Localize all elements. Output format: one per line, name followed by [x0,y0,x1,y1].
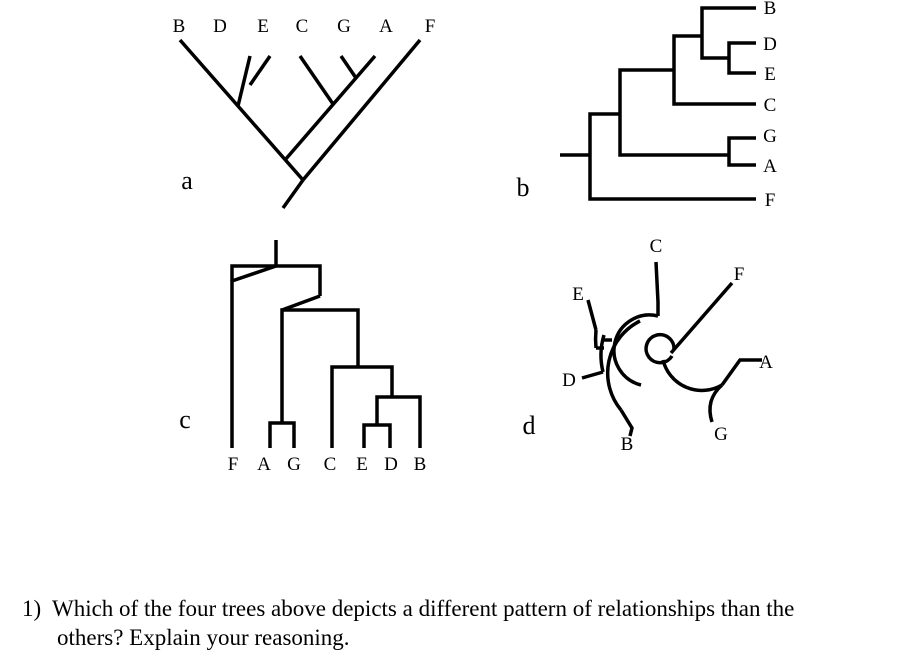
tree-d-branch-c [654,261,660,316]
tree-d-arc-2 [612,313,659,387]
tree-d-leaf-a: A [759,352,773,373]
tree-d-branch-g [708,383,724,423]
tree-b-branch-c [672,70,756,106]
tree-c-root-split [230,264,322,296]
tree-c-branch-f-stub [230,264,277,448]
tree-d-branch-d [581,370,604,380]
tree-b-branch-d-e [727,41,756,75]
tree-c-leaf-5: E [356,454,368,475]
tree-a-leaf-5: G [337,16,351,37]
tree-b-panel-label: b [517,173,530,202]
tree-b-branch-bde [672,34,702,70]
tree-d-panel-label: d [523,411,536,440]
tree-b-leaf-1: B [764,0,777,19]
tree-b-branch-g-a [727,136,756,167]
tree-c-join [281,294,321,312]
question-line-2: others? Explain your reasoning. [57,625,350,650]
tree-a: B D E C G A F a [173,16,436,210]
tree-a-panel-label: a [181,166,193,195]
tree-a-branch-b [178,38,305,182]
tree-b-leaf-5: G [763,126,777,147]
tree-a-leaf-6: A [379,16,393,37]
question-number: 1) [22,596,42,621]
tree-c-leaf-7: B [414,454,427,475]
tree-c-leaf-1: F [228,454,239,475]
tree-c-panel-label: c [179,405,191,434]
tree-b: B D E C G A F b [517,0,778,211]
tree-b-leaf-4: C [764,95,777,116]
tree-c-branch-e-d [362,423,392,448]
tree-b-root-clade [588,112,756,201]
tree-d-branch-b [619,409,634,437]
tree-c-branch-agcedb [280,308,360,412]
tree-a-branch-c [298,55,335,105]
question-block: 1) Which of the four trees above depicts … [22,594,917,652]
tree-b-branch-b [700,6,756,36]
tree-a-leaf-3: E [257,16,269,37]
tree-b-leaf-6: A [763,156,777,177]
tree-a-leaf-2: D [213,16,227,37]
tree-b-branch-de [700,36,729,60]
tree-a-root-branch [281,178,305,210]
tree-a-branch-g [339,55,358,79]
tree-b-leaf-3: E [764,64,776,85]
tree-a-branch-cga [283,54,377,162]
tree-d-leaf-d: D [562,370,576,391]
tree-c-branch-edb [375,395,422,448]
tree-b-branch-bdec [618,68,674,114]
tree-c-leaf-4: C [324,454,337,475]
tree-d-leaf-f: F [734,264,745,285]
tree-a-branch-e [248,55,272,86]
tree-c: F A G C E D B c [179,240,426,475]
tree-a-branch-f [301,38,422,182]
tree-d-leaf-g: G [714,424,728,445]
tree-a-leaf-1: B [173,16,186,37]
tree-d-branch-e [586,299,598,331]
tree-d-branch-f [669,281,734,355]
tree-d-arc-3 [605,319,641,412]
tree-a-leaf-4: C [296,16,309,37]
tree-d: C F A G B D E d [523,236,774,455]
tree-a-leaf-7: F [425,16,436,37]
tree-c-branch-cedb [330,365,394,448]
tree-c-branch-a-g [268,421,296,448]
tree-b-branch-ga [618,114,729,157]
tree-d-arc-de [599,334,606,373]
tree-d-root-arc [644,332,676,365]
tree-b-leaf-2: D [763,34,777,55]
phylogenetic-trees-figure: B D E C G A F a B D E C G A F b [173,0,778,475]
tree-d-branch-a [720,358,762,387]
tree-c-leaf-2: A [257,454,271,475]
tree-d-leaf-b: B [621,434,634,455]
tree-c-leaf-3: G [287,454,301,475]
tree-a-branch-de [236,55,252,107]
tree-d-leaf-c: C [650,236,663,257]
tree-d-leaf-e: E [572,284,584,305]
tree-d-arc-ag [661,359,723,393]
tree-c-leaf-6: D [384,454,398,475]
tree-b-leaf-7: F [765,190,776,211]
question-line-1: Which of the four trees above depicts a … [52,596,795,621]
